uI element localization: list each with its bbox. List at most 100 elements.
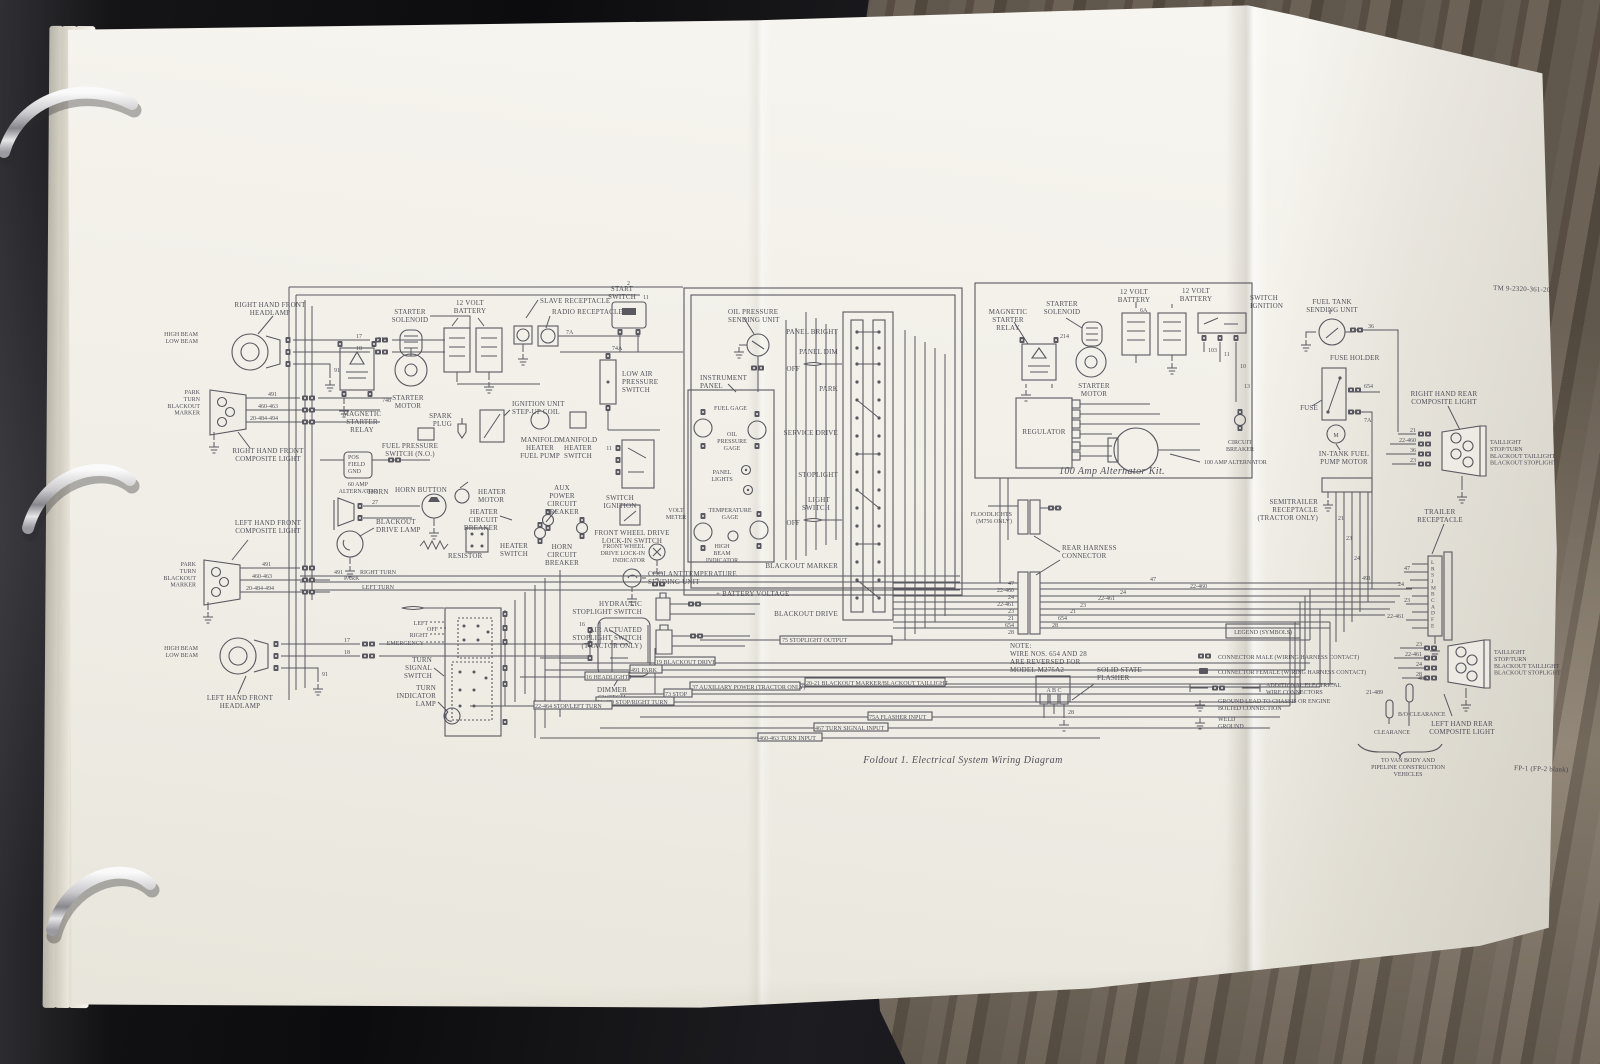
svg-text:214: 214 <box>378 337 387 343</box>
svg-text:460-463: 460-463 <box>258 404 278 410</box>
svg-text:23: 23 <box>1416 642 1422 648</box>
svg-text:36: 36 <box>1368 324 1374 330</box>
svg-text:FUEL GAGE: FUEL GAGE <box>714 406 747 412</box>
svg-text:460-463 TURN INPUT: 460-463 TURN INPUT <box>759 736 816 742</box>
svg-text:28: 28 <box>1416 672 1422 678</box>
figure-caption: Foldout 1. Electrical System Wiring Diag… <box>862 755 1062 766</box>
svg-text:FUSE HOLDER: FUSE HOLDER <box>1330 354 1380 362</box>
svg-text:OFF: OFF <box>787 519 800 527</box>
svg-text:11: 11 <box>643 295 649 301</box>
svg-text:13: 13 <box>1244 384 1250 390</box>
svg-text:21: 21 <box>1070 609 1076 615</box>
svg-text:75A FLASHER INPUT: 75A FLASHER INPUT <box>869 715 927 721</box>
legend: LEGEND (SYMBOLS) CONNECTOR MALE (WIRING … <box>1189 623 1366 730</box>
svg-text:M: M <box>1333 433 1339 439</box>
svg-text:2: 2 <box>627 281 630 287</box>
svg-text:7A: 7A <box>566 330 574 336</box>
svg-text:FUSE: FUSE <box>1300 404 1318 412</box>
svg-text:28: 28 <box>1008 630 1014 636</box>
svg-text:23: 23 <box>1008 609 1014 615</box>
svg-text:EMERGENCY: EMERGENCY <box>387 641 425 647</box>
wire-name-labels: 491 RIGHT TURN PARK LEFT TURN 75 STOPLIG… <box>334 570 948 742</box>
svg-text:654: 654 <box>1005 623 1014 629</box>
svg-text:CONNECTOR MALE (WIRING HARNESS: CONNECTOR MALE (WIRING HARNESS CONTACT) <box>1218 654 1359 661</box>
svg-text:16 HEADLIGHTS: 16 HEADLIGHTS <box>586 675 632 681</box>
svg-text:460-463: 460-463 <box>252 574 272 580</box>
svg-text:FLOODLIGHTS(M756 ONLY): FLOODLIGHTS(M756 ONLY) <box>971 512 1012 525</box>
page-footer: FP-1 (FP-2 blank) <box>1514 764 1569 774</box>
off-knob-upper: OFF <box>787 361 842 373</box>
svg-text:A B C: A B C <box>1046 688 1061 694</box>
alternator-kit-caption: 100 Amp Alternator Kit. <box>1059 466 1165 477</box>
svg-text:47: 47 <box>1008 581 1014 587</box>
svg-text:22-460: 22-460 <box>1190 584 1207 590</box>
svg-text:PARK: PARK <box>344 576 360 582</box>
svg-text:491: 491 <box>268 392 277 398</box>
svg-text:491: 491 <box>262 562 271 568</box>
svg-text:486: 486 <box>1418 676 1427 682</box>
svg-text:BLACKOUT MARKER: BLACKOUT MARKER <box>765 562 838 570</box>
svg-text:19 BLACKOUT DRIVE: 19 BLACKOUT DRIVE <box>656 660 716 666</box>
svg-text:CLEARANCE: CLEARANCE <box>1374 730 1410 736</box>
svg-text:23: 23 <box>1346 536 1352 542</box>
svg-text:20-484-494: 20-484-494 <box>250 416 278 422</box>
svg-text:11: 11 <box>1224 352 1230 358</box>
svg-text:47: 47 <box>1404 566 1410 572</box>
svg-text:17: 17 <box>356 334 362 340</box>
svg-text:23: 23 <box>1404 598 1410 604</box>
tm-number: TM 9-2320-361-20 <box>1493 284 1551 294</box>
harness-bus-lines: 2 11 <box>288 281 1412 739</box>
svg-text:91: 91 <box>334 368 340 374</box>
svg-text:22-461: 22-461 <box>1387 614 1404 620</box>
svg-text:LEGEND (SYMBOLS): LEGEND (SYMBOLS) <box>1234 629 1292 636</box>
slave-receptacle: SLAVE RECEPTACLE RADIO RECEPTACLE 7A 74A <box>513 297 683 366</box>
svg-text:20-21 BLACKOUT MARKER/BLACKOUT: 20-21 BLACKOUT MARKER/BLACKOUT TAILLIGHT <box>806 681 948 687</box>
svg-text:654: 654 <box>1364 384 1373 390</box>
svg-text:RIGHT: RIGHT <box>410 633 429 639</box>
